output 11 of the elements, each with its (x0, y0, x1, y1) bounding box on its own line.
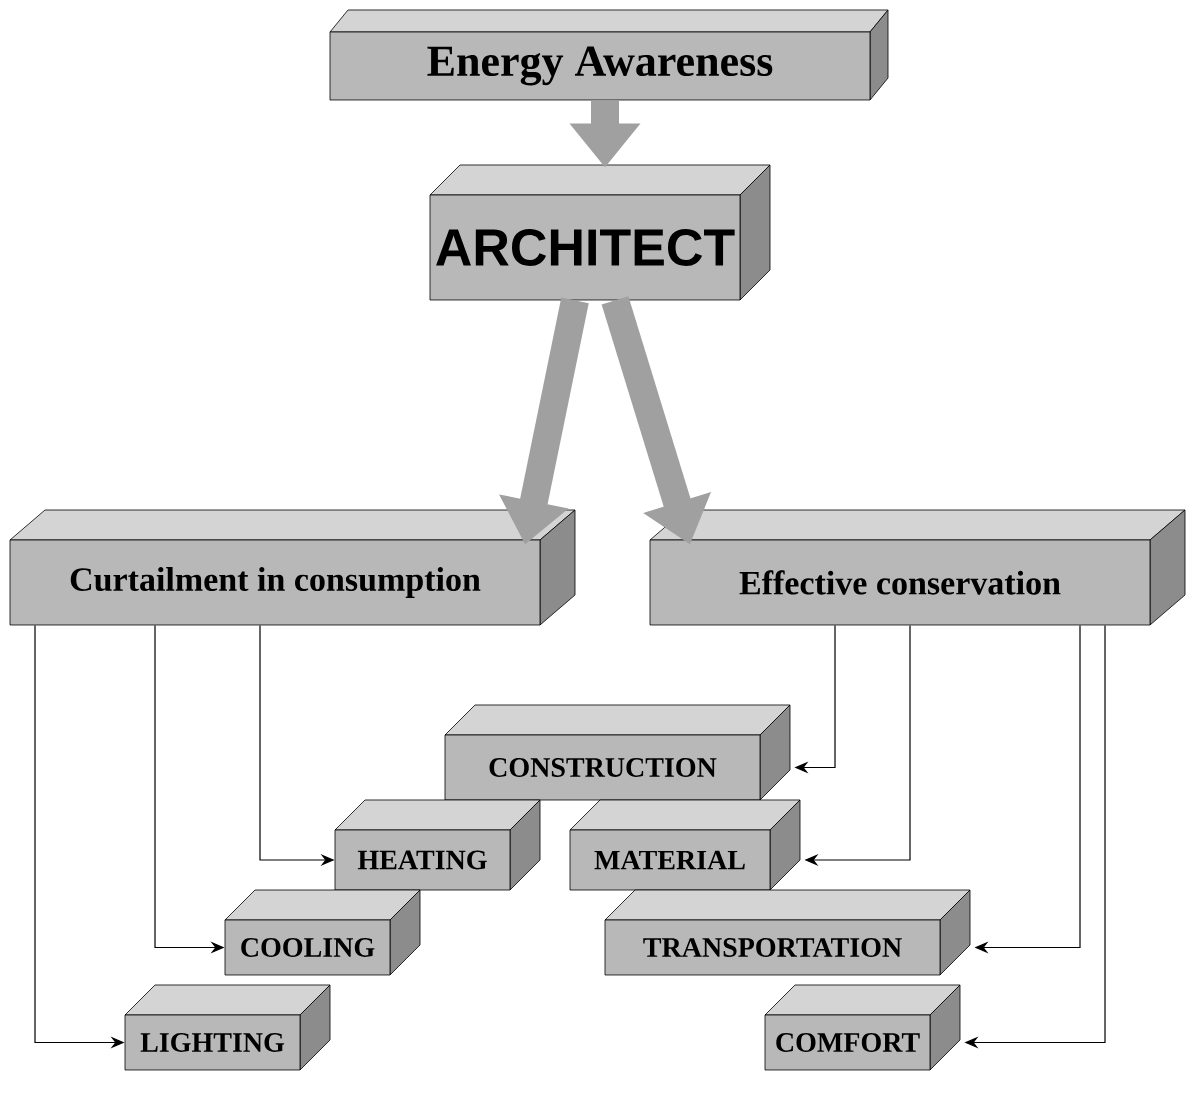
block-box: CONSTRUCTION (444, 704, 791, 801)
block-box: COOLING (224, 889, 421, 976)
block-box: Effective conservation (649, 509, 1186, 626)
block-box: TRANSPORTATION (604, 889, 971, 976)
block-box: Energy Awareness (329, 9, 889, 101)
block-box: COMFORT (764, 984, 961, 1071)
block-box: MATERIAL (569, 799, 801, 891)
block-box: LIGHTING (124, 984, 331, 1071)
block-box: Curtailment in consumption (9, 509, 576, 626)
block-box: ARCHITECT (429, 164, 771, 301)
block-box: HEATING (334, 799, 541, 891)
